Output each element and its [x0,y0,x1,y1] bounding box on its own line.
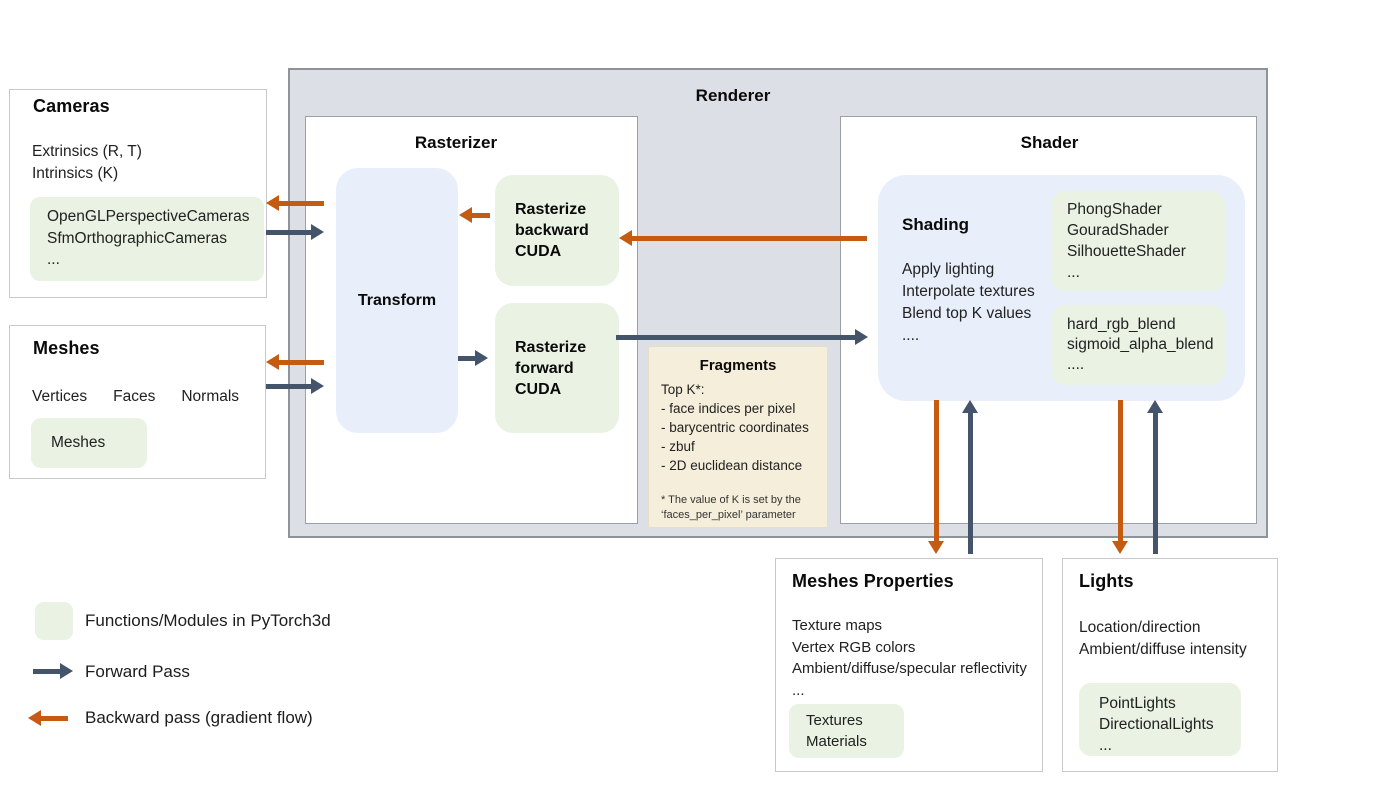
backward-arrow-meshes [266,354,324,370]
cameras-box: Cameras Extrinsics (R, T) Intrinsics (K)… [9,89,267,298]
shading-description: Apply lighting Interpolate textures Blen… [902,261,1035,344]
rasterize-backward-label: Rasterize backward CUDA [515,201,589,260]
rasterizer-title: Rasterizer [414,133,498,152]
shader-box: Shader Shading Apply lighting Interpolat… [840,116,1257,524]
meshes-properties-modules-box: Textures Materials [789,704,904,758]
transform-box: Transform [336,168,458,433]
forward-arrow-meshes [266,378,324,394]
lights-modules-box: PointLights DirectionalLights ... [1079,683,1241,756]
fragments-box: Fragments Top K*: - face indices per pix… [648,346,828,528]
transform-label: Transform [357,292,437,309]
rasterize-forward-label: Rasterize forward CUDA [515,338,587,398]
shading-box: Shading Apply lighting Interpolate textu… [878,175,1245,401]
backward-arrow-shader-to-rasterizer [619,230,867,246]
forward-arrow-transform-to-rasterize [458,350,488,366]
legend-forward-label: Forward Pass [85,662,190,681]
forward-arrow-lights-to-shading [1147,400,1163,554]
cameras-attributes: Extrinsics (R, T) Intrinsics (K) [32,143,142,182]
backward-arrow-rasterize-to-transform [459,207,490,223]
meshes-modules-box: Meshes [31,418,147,468]
forward-arrow-cameras [266,224,324,240]
renderer-title: Renderer [695,86,771,105]
legend-module-swatch [35,602,73,640]
fragments-title: Fragments [699,357,777,374]
lights-lines: Location/direction Ambient/diffuse inten… [1079,619,1247,658]
backward-arrow-shading-to-meshes-properties [928,400,944,554]
cameras-title: Cameras [33,96,110,116]
shader-title: Shader [1020,133,1079,152]
shading-title: Shading [902,215,970,234]
rasterize-forward-box: Rasterize forward CUDA [495,303,619,433]
meshes-fields: Vertices Faces Normals [32,388,240,405]
forward-arrow-rasterizer-to-shader [616,329,868,345]
cameras-modules-box: OpenGLPerspectiveCameras SfmOrthographic… [30,197,264,281]
legend-module-label: Functions/Modules in PyTorch3d [85,611,331,630]
blend-modules-box: hard_rgb_blend sigmoid_alpha_blend .... [1051,305,1225,385]
forward-arrow-meshes-properties-to-shading [962,400,978,554]
lights-title: Lights [1079,571,1134,591]
rasterize-backward-box: Rasterize backward CUDA [495,175,619,286]
fragments-lines: Top K*: - face indices per pixel - baryc… [661,382,809,473]
rasterizer-box: Rasterizer Transform Rasterize backward … [305,116,638,524]
meshes-properties-box: Meshes Properties Texture maps Vertex RG… [775,558,1043,772]
meshes-title: Meshes [33,338,100,358]
fragments-footnote: * The value of K is set by the ‘faces_pe… [661,494,801,521]
legend-forward-arrow [33,663,73,679]
legend-backward-arrow [28,710,68,726]
backward-arrow-shading-to-lights [1112,400,1128,554]
legend-backward-label: Backward pass (gradient flow) [85,708,313,727]
meshes-properties-lines: Texture maps Vertex RGB colors Ambient/d… [792,617,1027,699]
backward-arrow-cameras [266,195,324,211]
shader-modules-box: PhongShader GouradShader SilhouetteShade… [1051,191,1225,291]
lights-box: Lights Location/direction Ambient/diffus… [1062,558,1278,772]
meshes-properties-title: Meshes Properties [792,571,954,591]
meshes-box: Meshes Vertices Faces Normals Meshes [9,325,266,479]
renderer-box: Renderer Rasterizer Transform Rasterize … [288,68,1268,538]
